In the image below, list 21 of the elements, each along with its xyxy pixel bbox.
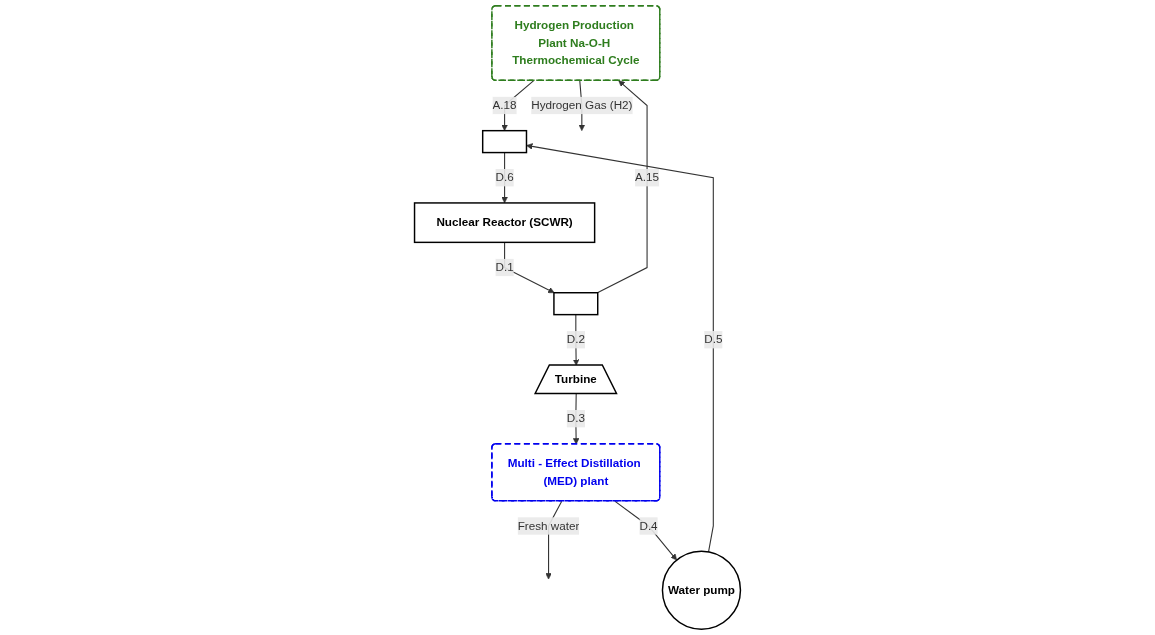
arrow [614,500,677,561]
edge-label: D.1 [495,260,514,274]
node-circle: Water pump [661,550,742,630]
edge-label: D.6 [495,171,514,184]
arrow [572,314,580,366]
arrow [596,80,648,294]
node-box: Nuclear Reactor (SCWR) [413,202,596,244]
edge-label: A.15 [635,171,660,184]
arrow [572,393,580,445]
node-box [553,292,599,316]
node-box [481,129,528,154]
edge-label: Hydrogen Gas (H2) [531,98,633,112]
arrow [501,152,508,204]
edge-label: A.18 [492,98,517,112]
edge-label: Fresh water [517,519,580,532]
edge-label: D.3 [566,412,585,425]
edge-label: D.4 [639,519,658,532]
arrow [526,143,714,553]
edge-label: D.5 [704,333,723,346]
edge-label: D.2 [566,333,585,346]
arrow [504,241,555,293]
